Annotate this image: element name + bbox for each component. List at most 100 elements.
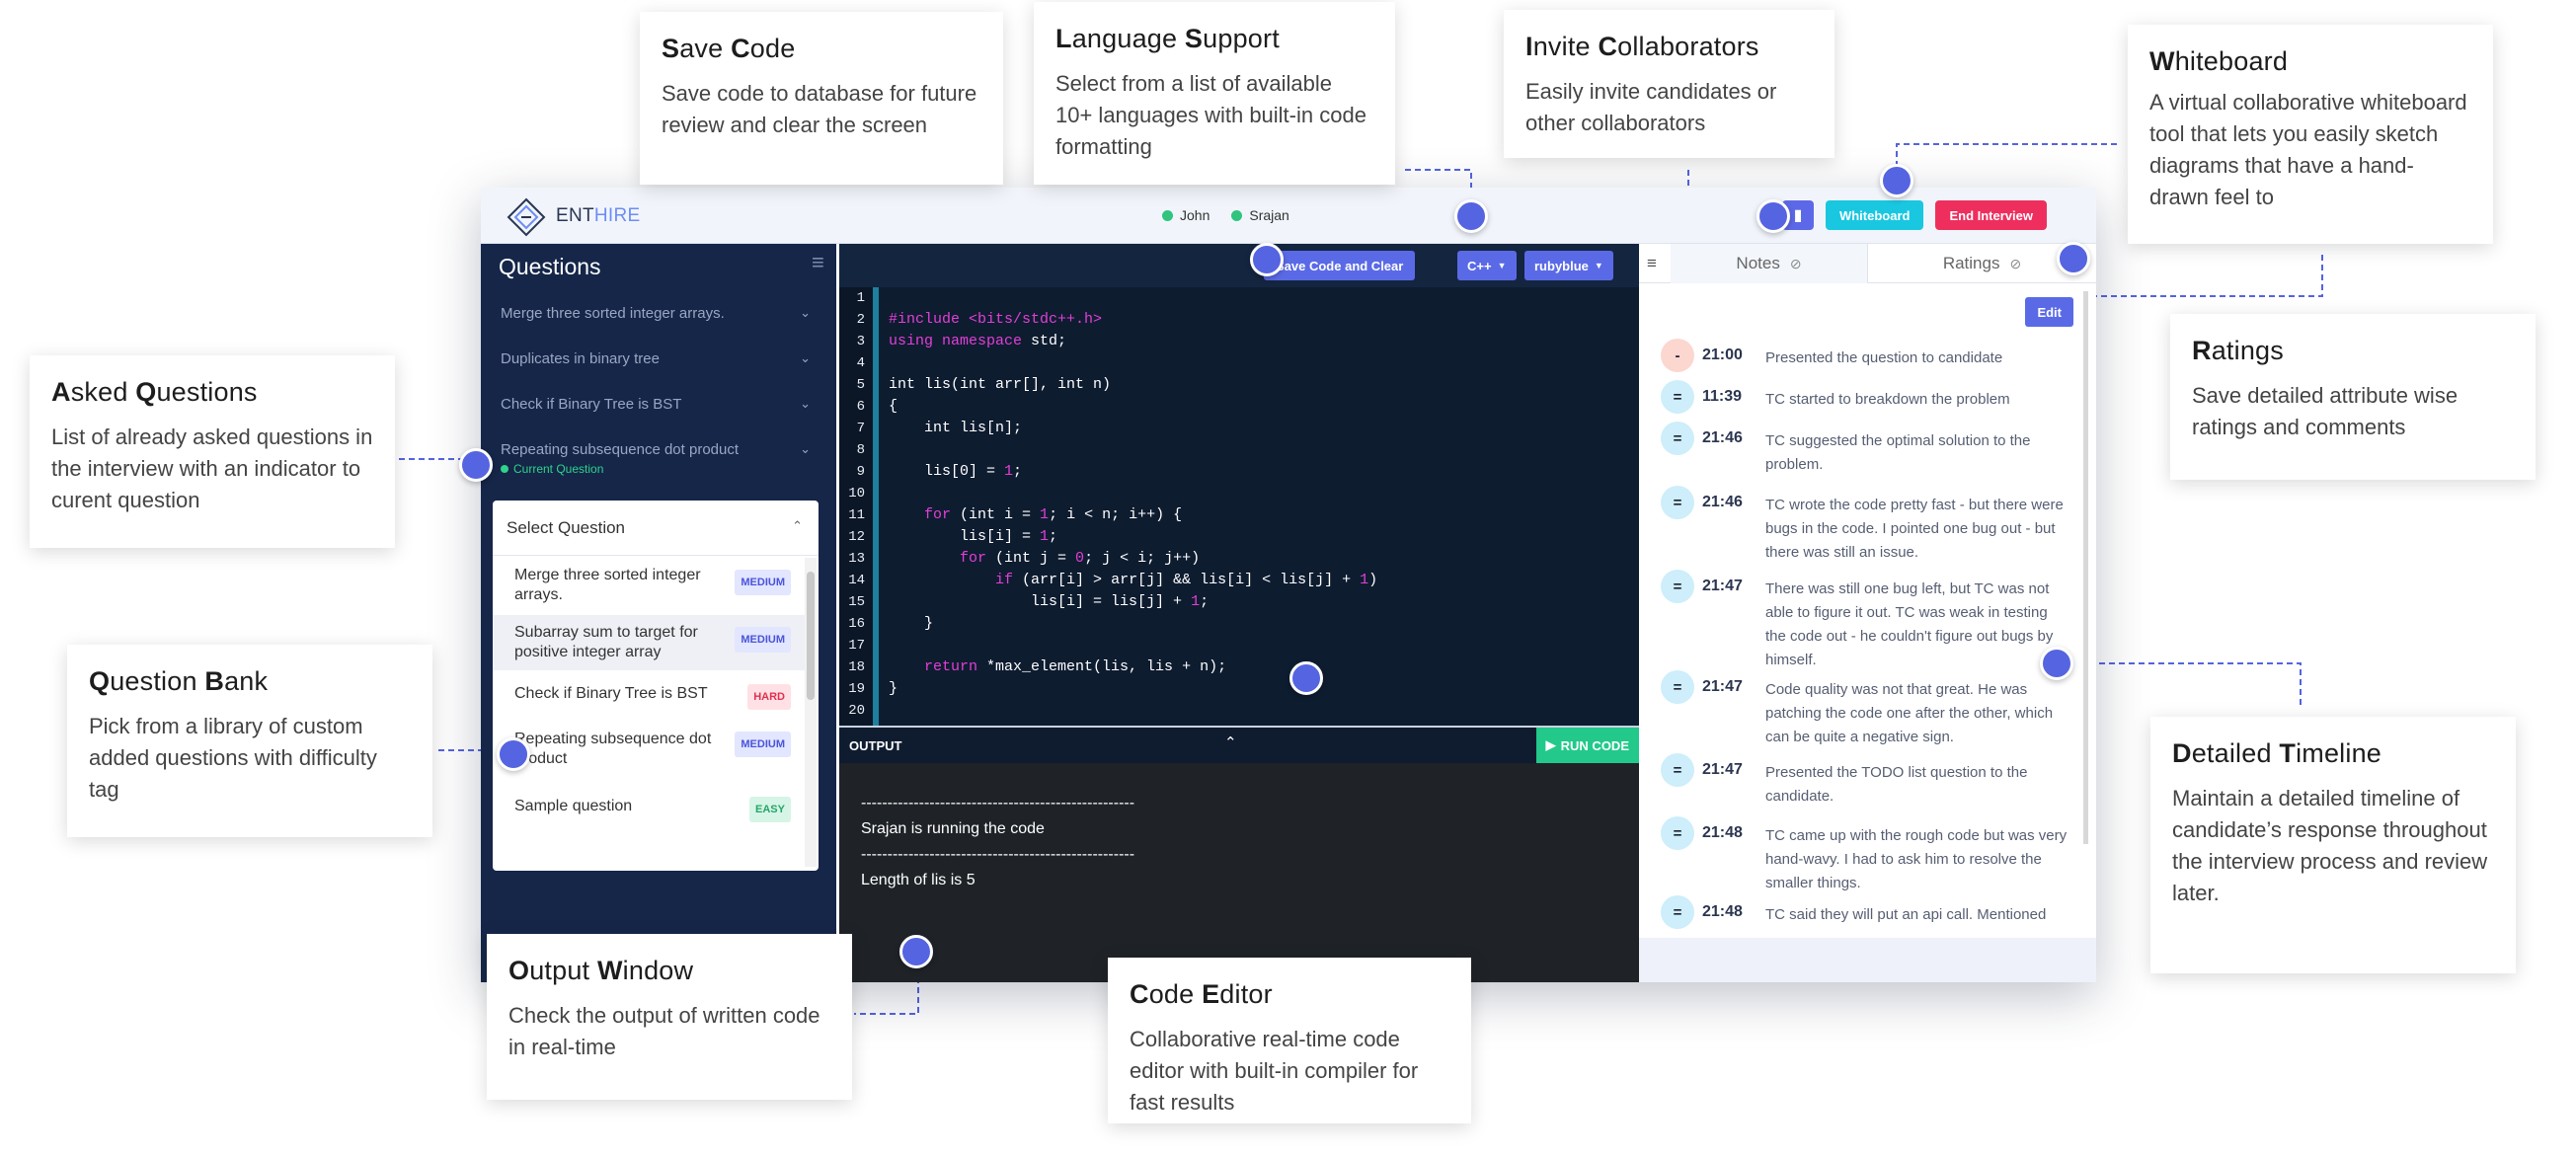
code-text[interactable]: #include <bits/stdc++.h>using namespace … (885, 287, 1639, 726)
output-line: Srajan is running the code (861, 820, 1045, 837)
code-line: using namespace std; (889, 333, 1067, 349)
question-bank-dropdown[interactable]: Select Question⌃ Merge three sorted inte… (493, 501, 819, 871)
output-text: ----------------------------------------… (861, 791, 1134, 893)
equals-badge-icon: = (1661, 670, 1694, 704)
current-dot-icon (501, 465, 508, 473)
code-line: int lis[n]; (889, 420, 1023, 436)
output-header: OUTPUT ⌃ ▶RUN CODE (839, 726, 1639, 763)
code-line: if (arr[i] > arr[j] && lis[i] < lis[j] +… (995, 572, 1378, 588)
callout-title: Save Code (662, 34, 796, 63)
code-line: { (889, 398, 898, 415)
eye-off-icon[interactable]: ⊘ (2009, 255, 2022, 271)
line-number: 15 (848, 594, 865, 610)
run-code-button[interactable]: ▶RUN CODE (1535, 728, 1639, 763)
user-srajan: Srajan (1231, 207, 1289, 223)
line-number: 8 (856, 442, 865, 458)
timeline-text: TC said they will put an api call. Menti… (1765, 906, 2047, 923)
theme-select[interactable]: rubyblue▼ (1524, 251, 1613, 280)
code-line (885, 700, 1639, 722)
code-line: } (889, 615, 934, 632)
line-number: 13 (848, 551, 865, 567)
hamburger-menu-icon[interactable]: ≡ (812, 250, 824, 274)
scrollbar[interactable] (2083, 291, 2088, 844)
line-number: 3 (856, 334, 865, 349)
marker-asked-questions (459, 448, 493, 482)
code-line: lis[i] = lis[j] + 1; (889, 593, 1210, 610)
bank-question-item[interactable]: Subarray sum to target for positive inte… (493, 615, 805, 670)
timeline-time: 21:46 (1702, 429, 1743, 446)
callout-description: Select from a list of available 10+ lang… (1055, 71, 1366, 159)
notes-tabs: ≡ Notes⊘ Ratings⊘ (1639, 244, 2096, 283)
code-line (885, 287, 1639, 309)
callout-whiteboard: Whiteboard A virtual collaborative white… (2128, 25, 2493, 244)
timeline-time: 21:48 (1702, 903, 1743, 920)
callout-description: List of already asked questions in the i… (51, 424, 373, 512)
callout-output-window: Output Window Check the output of writte… (487, 934, 852, 1100)
code-line: } (889, 680, 898, 697)
timeline-time: 21:47 (1702, 678, 1743, 695)
hamburger-menu-icon[interactable]: ≡ (1647, 254, 1657, 272)
callout-asked-questions: Asked Questions List of already asked qu… (30, 355, 395, 548)
line-number: 16 (848, 616, 865, 632)
minus-badge-icon: - (1661, 339, 1694, 372)
callout-title: Ratings (2192, 336, 2284, 365)
callout-question-bank: Question Bank Pick from a library of cus… (67, 645, 432, 837)
asked-question-item[interactable]: Merge three sorted integer arrays.⌄ (501, 305, 811, 322)
code-line (885, 352, 1639, 374)
marker-code-editor (1289, 661, 1323, 695)
caret-down-icon: ▼ (1497, 261, 1507, 270)
caret-down-icon: ▼ (1594, 261, 1603, 270)
whiteboard-button[interactable]: Whiteboard (1825, 200, 1924, 230)
timeline-text: Presented the TODO list question to the … (1765, 764, 2028, 805)
edit-notes-button[interactable]: Edit (2025, 297, 2073, 327)
marker-ratings (2057, 242, 2090, 275)
chevron-down-icon: ⌄ (800, 441, 811, 456)
timeline-time: 21:47 (1702, 578, 1743, 594)
code-line: return *max_element(lis, lis + n); (924, 658, 1227, 675)
asked-question-item[interactable]: Check if Binary Tree is BST⌄ (501, 396, 811, 413)
current-question-indicator: Current Question (501, 462, 817, 476)
tab-ratings[interactable]: Ratings⊘ (1942, 254, 2022, 272)
output-line: ----------------------------------------… (861, 795, 1135, 811)
panel-footer (1639, 938, 2096, 982)
play-icon: ▶ (1545, 737, 1556, 752)
end-interview-button[interactable]: End Interview (1935, 200, 2047, 230)
timeline-text: Code quality was not that great. He was … (1765, 681, 2054, 745)
language-select[interactable]: C++▼ (1457, 251, 1517, 280)
select-question-header[interactable]: Select Question⌃ (493, 501, 819, 556)
save-code-button[interactable]: Save Code and Clear (1264, 251, 1416, 280)
line-number: 20 (848, 703, 865, 719)
equals-badge-icon: = (1661, 486, 1694, 519)
online-status-icon (1231, 209, 1243, 221)
chevron-up-icon[interactable]: ⌃ (1224, 734, 1237, 751)
scrollbar[interactable] (805, 558, 817, 867)
chevron-down-icon: ⌄ (800, 350, 811, 365)
timeline-text: Presented the question to candidate (1765, 349, 2003, 366)
equals-badge-icon: = (1661, 380, 1694, 414)
eye-off-icon[interactable]: ⊘ (1789, 255, 1802, 271)
asked-question-item[interactable]: Duplicates in binary tree⌄ (501, 350, 811, 367)
line-number: 2 (856, 312, 865, 328)
chevron-down-icon: ⌄ (800, 396, 811, 411)
asked-question-current[interactable]: Repeating subsequence dot product⌄Curren… (501, 441, 817, 476)
callout-save-code: Save Code Save code to database for futu… (640, 12, 1003, 185)
timeline-text: TC started to breakdown the problem (1765, 391, 2010, 408)
output-title: OUTPUT (849, 738, 902, 753)
line-number: 4 (856, 355, 865, 371)
chevron-up-icon: ⌃ (792, 518, 803, 533)
difficulty-tag: MEDIUM (735, 627, 791, 653)
difficulty-tag: HARD (747, 684, 791, 710)
tab-notes[interactable]: Notes⊘ (1671, 244, 1868, 283)
marker-language-support (1454, 199, 1488, 233)
line-number: 6 (856, 399, 865, 415)
timeline-time: 11:39 (1702, 388, 1743, 405)
line-number: 7 (856, 421, 865, 436)
bank-question-item[interactable]: Merge three sorted integer arrays.MEDIUM (493, 562, 805, 613)
equals-badge-icon: = (1661, 816, 1694, 850)
